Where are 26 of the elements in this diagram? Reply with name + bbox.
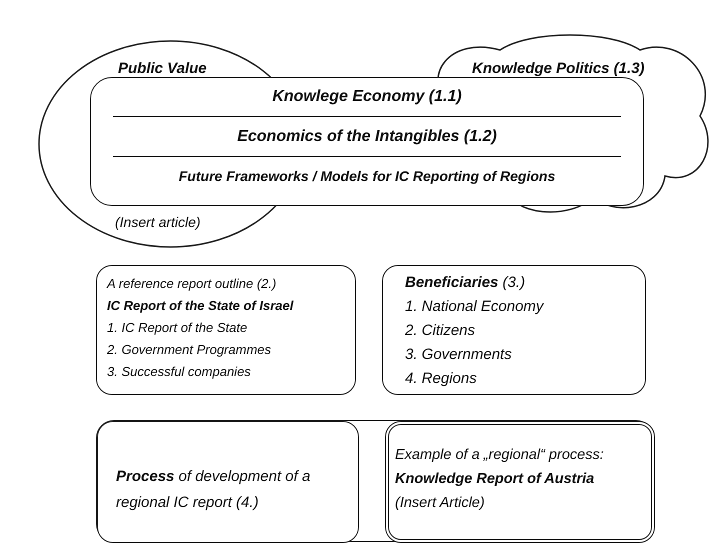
body-text: Process of development of a regional IC report (4.) [116, 467, 312, 513]
list-item: 2. Government Programmes [107, 341, 272, 359]
topic-box [90, 77, 644, 206]
heading-text: Knowledge Politics (1.3) [472, 60, 645, 77]
section-frame [96, 420, 654, 542]
text-box [382, 265, 646, 395]
list-item: 4. Regions [405, 369, 478, 389]
note-text: (Insert article) [115, 214, 201, 230]
list-item: 1. National Economy [405, 297, 545, 317]
heading-text: A reference report outline (2.) [107, 275, 278, 293]
heading-text: Public Value [118, 60, 207, 77]
list-item: 3. Governments [405, 345, 513, 365]
note-text: (Insert Article) [395, 494, 486, 513]
text-box [96, 265, 356, 395]
section-title: Knowlege Economy (1.1) [271, 88, 463, 106]
body-text: Example of a „regional“ process: [395, 446, 605, 465]
heading-text: Beneficiaries (3.) [405, 273, 526, 293]
section-title: Economics of the Intangibles (1.2) [236, 128, 498, 146]
subheading-text: Knowledge Report of Austria [395, 470, 596, 489]
text-box [97, 421, 359, 543]
subheading-text: IC Report of the State of Israel [107, 297, 294, 315]
text-box [385, 421, 655, 543]
list-item: 2. Citizens [405, 321, 476, 341]
list-item: 1. IC Report of the State [107, 319, 248, 337]
section-title: Future Frameworks / Models for IC Reporting of Regions [178, 168, 556, 184]
list-item: 3. Successful companies [107, 363, 252, 381]
